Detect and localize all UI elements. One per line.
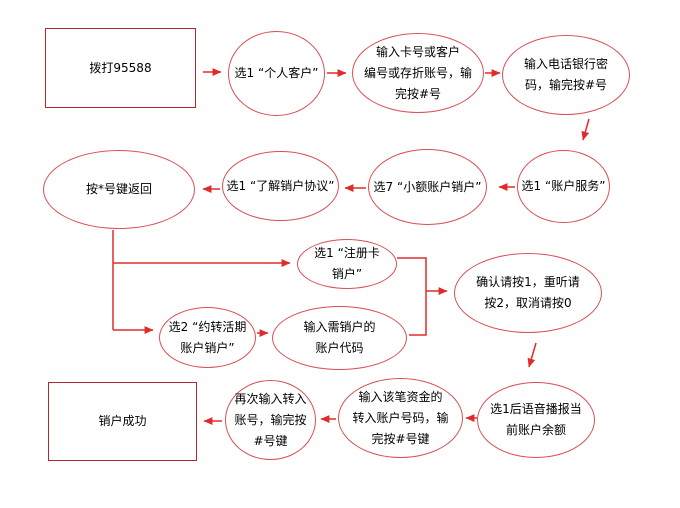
node-label: 再次输入转入 账号，输完按 #号键 — [234, 391, 307, 448]
node-confirm-prompt: 确认请按1，重听请 按2，取消请按0 — [454, 253, 602, 333]
node-select-autotransfer-close: 选2 “约转活期 账户销户” — [159, 307, 256, 368]
node-select-account-service: 选1 “账户服务” — [517, 150, 610, 223]
arrow-password-to-accountservice — [581, 118, 590, 141]
connector-merge-bracket — [397, 257, 427, 336]
node-enter-card-number: 输入卡号或客户 编号或存折账号，输 完按#号 — [352, 33, 484, 113]
node-select-close-agreement: 选1 “了解销户协议” — [222, 151, 339, 221]
arrow-confirm-to-voicebalance — [527, 342, 537, 368]
node-label: 输入卡号或客户 编号或存折账号，输 完按#号 — [363, 44, 472, 101]
node-label: 选1 “账户服务” — [521, 179, 606, 193]
node-dial-95588: 拨打95588 — [45, 28, 196, 108]
node-label: 拨打95588 — [89, 60, 152, 75]
node-select-small-account-close: 选7 “小额账户销户” — [368, 149, 487, 225]
node-select-personal-customer: 选1 “个人客户” — [228, 31, 325, 116]
node-label: 选1 “了解销户协议” — [226, 178, 335, 193]
node-label: 输入电话银行密 码，输完按#号 — [523, 57, 608, 92]
node-close-success: 销户成功 — [48, 382, 197, 461]
node-label: 输入该笔资金的 转入账户号码，输 完按#号键 — [352, 389, 449, 446]
node-enter-account-code: 输入需销户的 账户代码 — [272, 306, 407, 370]
node-enter-transfer-account: 输入该笔资金的 转入账户号码，输 完按#号键 — [338, 378, 463, 458]
node-label: 销户成功 — [98, 414, 147, 428]
node-label: 选7 “小额账户销户” — [373, 179, 482, 194]
node-label: 输入需销户的 账户代码 — [303, 320, 376, 355]
node-select-regcard-close: 选1 “注册卡 销户” — [297, 239, 397, 289]
node-label: 确认请按1，重听请 按2，取消请按0 — [476, 275, 580, 310]
node-enter-password: 输入电话银行密 码，输完按#号 — [502, 35, 630, 115]
node-reenter-account: 再次输入转入 账号，输完按 #号键 — [225, 380, 316, 460]
node-voice-balance: 选1后语音播报当 前账户余额 — [477, 382, 595, 458]
node-press-star-return: 按*号键返回 — [43, 150, 195, 229]
node-label: 选2 “约转活期 账户销户” — [168, 319, 247, 355]
node-label: 按*号键返回 — [85, 182, 152, 196]
node-label: 选1后语音播报当 前账户余额 — [490, 402, 582, 437]
node-label: 选1 “个人客户” — [234, 66, 319, 80]
node-label: 选1 “注册卡 销户” — [314, 246, 380, 281]
